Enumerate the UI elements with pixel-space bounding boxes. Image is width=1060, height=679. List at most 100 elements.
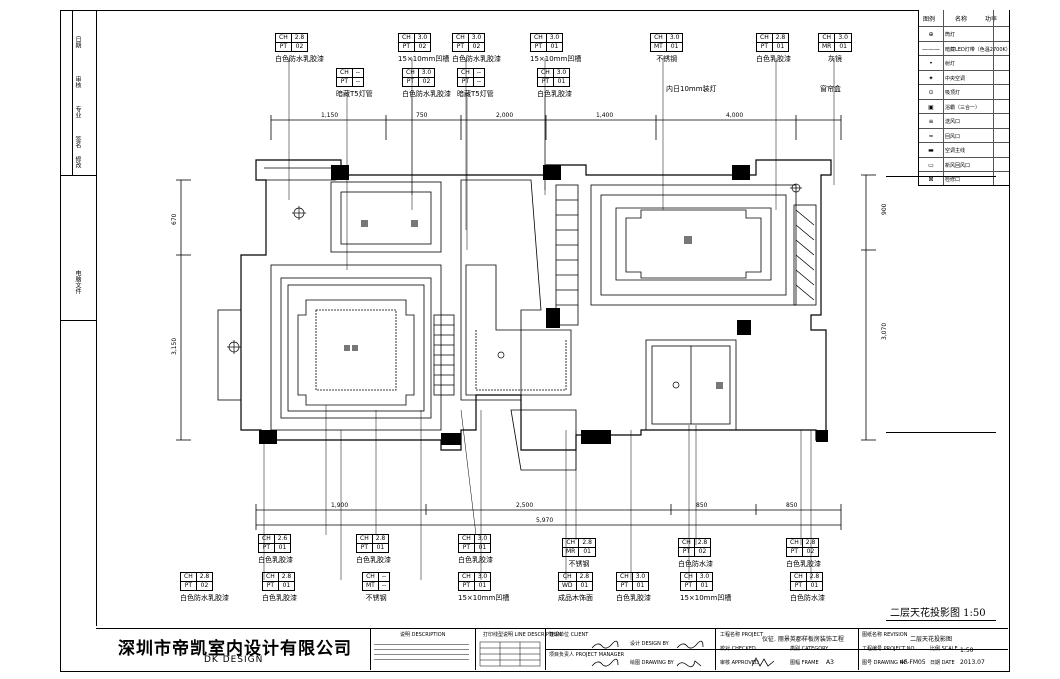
tb-divider: [475, 628, 476, 670]
material-tag-desc: 15×10mm凹槽: [680, 594, 732, 602]
ceiling-light-icon: [361, 220, 368, 227]
sidebar-label: 审核: [74, 76, 81, 88]
material-tag-desc: 不锈钢: [568, 560, 590, 568]
legend-row: ▭ 新风回风口: [919, 156, 1009, 173]
svg-text:2,500: 2,500: [516, 502, 533, 509]
material-tag-desc: 白色乳胶漆: [458, 556, 493, 564]
material-tag-desc: 白色防水乳胶漆: [275, 55, 324, 63]
sidebar-block-top: [60, 10, 96, 176]
company-name: 深圳市帝凯室内设计有限公司: [118, 639, 352, 659]
corridor: [460, 179, 542, 401]
legend-label: 检修口: [945, 177, 961, 183]
drawing-title: 二层天花投影图 1:50: [890, 608, 986, 619]
frame-value: A3: [826, 659, 834, 666]
revision-sidebar: 日期 审核 专业 签名 修改 电脑文件: [60, 10, 96, 670]
frame-label: 图幅 FRAME: [790, 660, 819, 666]
balcony: [217, 309, 242, 401]
downlight-icon: ⊕: [928, 31, 934, 38]
svg-text:850: 850: [696, 502, 708, 509]
material-tag-desc: 白色乳胶漆: [262, 594, 297, 602]
legend-col-divider: [943, 10, 944, 185]
line-type-table: [479, 641, 541, 667]
svg-text:3,070: 3,070: [881, 323, 888, 340]
sidebar-label: 签名: [74, 136, 81, 148]
title-block: [96, 628, 1008, 671]
material-tag-desc: 白色防水漆: [678, 560, 713, 568]
manager-label: 项目负责人 PROJECT MANAGER: [549, 652, 625, 658]
sidebar-label: 日期: [74, 36, 81, 48]
notes-text: [374, 641, 469, 660]
svg-text:850: 850: [786, 502, 798, 509]
ceiling-light-icon: [344, 345, 350, 351]
approved-label: 审核 APPROVED: [720, 660, 759, 666]
project-label: 工程名称 PROJECT: [720, 632, 764, 638]
legend-row: ≡送风口: [919, 113, 1009, 129]
material-tag-desc: 暗藏T5灯管: [336, 90, 373, 98]
project-no-label: 工程编号 PROJECT NO.: [862, 646, 916, 652]
svg-text:900: 900: [881, 203, 888, 215]
legend-label: 筒灯: [945, 32, 956, 38]
legend-row: ✦中央空调: [919, 69, 1009, 86]
scale-label: 比例 SCALE: [930, 646, 958, 652]
legend-label: 回风口: [945, 133, 961, 140]
exhaust-icon: ▣: [928, 103, 934, 111]
material-tag-desc: 白色乳胶漆: [356, 556, 391, 564]
checked-label: 校对 CHECKED: [720, 646, 756, 652]
sheet-name: 二层天花投影图: [910, 636, 953, 643]
led-strip-icon: ———: [922, 45, 940, 53]
ceiling-light-icon: ⊙: [928, 89, 934, 96]
legend-header-symbol: 图例: [923, 16, 936, 23]
sheet-label: 图纸名称 REVISION: [862, 632, 908, 638]
material-tag-desc: 不锈钢: [365, 594, 387, 602]
svg-text:1,400: 1,400: [596, 112, 613, 119]
sidebar-file-label: 电脑文件: [74, 270, 81, 294]
legend-header-power: 功率: [985, 16, 998, 23]
fresh-air-icon: ▭: [928, 161, 934, 169]
svg-text:1,150: 1,150: [321, 112, 338, 119]
supply-vent-icon: ≡: [928, 118, 934, 125]
legend-row: ≈回风口: [919, 127, 1009, 144]
led-note: 内日10mm装灯: [666, 85, 717, 93]
drawing-no: 4F-FM05: [900, 659, 926, 666]
material-tag-desc: 白色乳胶漆: [786, 560, 821, 568]
structural-columns: [259, 165, 828, 445]
legend-header-name: 名称: [955, 16, 968, 23]
legend-row: •射灯: [919, 55, 1009, 71]
category-label: 类别 CATEGORY: [790, 646, 829, 652]
svg-text:5,970: 5,970: [536, 517, 553, 524]
curtain-note: 窗帘盒: [820, 85, 841, 93]
drawing-frame: [60, 10, 1010, 672]
legend-label: 吸顶灯: [945, 90, 961, 96]
material-tag-desc: 白色乳胶漆: [258, 556, 293, 564]
date-label: 日期 DATE: [930, 660, 955, 666]
legend-label: 新风回风口: [945, 162, 971, 169]
material-tag-desc: 白色乳胶漆: [756, 55, 791, 63]
annotation-line: [886, 432, 996, 433]
legend-header: 图例 名称 功率: [919, 10, 1009, 26]
drawing-no-label: 图号 DRAWING NO.: [862, 660, 909, 666]
ceiling-plan-drawing: 1,150 750 2,000 1,400 4,000 1,900 2,500 …: [171, 58, 888, 580]
material-tag-desc: 成品木饰面: [558, 594, 594, 602]
material-tag-desc: 白色防水乳胶漆: [180, 594, 229, 602]
signature: [751, 657, 775, 667]
material-tag: CH--PT-- 暗藏T5灯管: [336, 68, 373, 98]
svg-text:4,000: 4,000: [726, 112, 743, 119]
access-panel-icon: ⊠: [928, 176, 934, 183]
notes-header: 说明 DESCRIPTION: [400, 632, 446, 638]
svg-text:2,000: 2,000: [496, 112, 513, 119]
material-tag-desc: 灰镜: [827, 55, 842, 63]
svg-text:670: 670: [171, 213, 178, 225]
ceiling-zone: [645, 339, 737, 431]
line-desc-header: 打印线型说明 LINE DESCRIPTION: [483, 632, 562, 638]
